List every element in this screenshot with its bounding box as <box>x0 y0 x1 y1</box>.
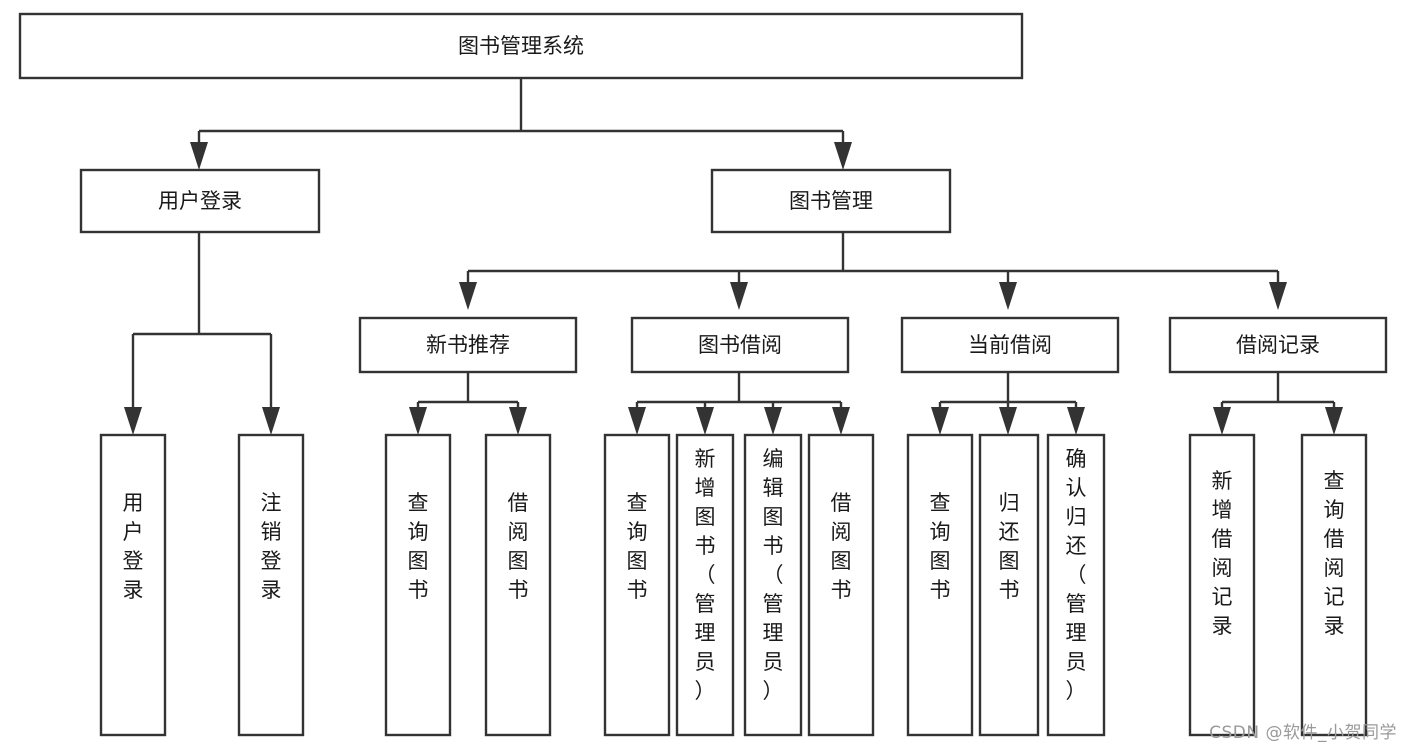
connector-userlogin-to-leaves <box>124 232 280 435</box>
leaf-current-borrow-query[interactable]: 查询图书 <box>906 433 974 737</box>
node-borrow-record-label: 借阅记录 <box>1236 333 1320 357</box>
node-new-book-recommend[interactable]: 新书推荐 <box>358 316 578 374</box>
leaf-user-login-logout-label: 注销登录 <box>261 491 282 602</box>
node-current-borrow-label: 当前借阅 <box>968 333 1052 357</box>
leaf-book-borrow-borrow-label: 借阅图书 <box>831 491 852 602</box>
leaf-current-borrow-return-label: 归还图书 <box>999 491 1020 602</box>
connector-bookborrow-to-leaves <box>628 372 850 435</box>
leaf-current-borrow-query-label: 查询图书 <box>930 491 951 602</box>
leaf-borrow-record-add[interactable]: 新增借阅记录 <box>1188 433 1256 737</box>
connector-bookmgmt-to-level3 <box>459 232 1287 310</box>
node-user-login-label: 用户登录 <box>158 189 242 213</box>
leaf-book-borrow-add-label: 新增图书（管理员） <box>695 447 716 703</box>
leaf-user-login-login[interactable]: 用户登录 <box>99 433 167 737</box>
node-book-borrow[interactable]: 图书借阅 <box>630 316 850 374</box>
leaf-new-book-borrow[interactable]: 借阅图书 <box>484 433 552 737</box>
node-book-management-label: 图书管理 <box>789 189 873 213</box>
leaf-book-borrow-borrow[interactable]: 借阅图书 <box>807 433 875 737</box>
leaf-new-book-query-label: 查询图书 <box>408 491 429 602</box>
leaf-book-borrow-query[interactable]: 查询图书 <box>603 433 671 737</box>
leaf-user-login-logout[interactable]: 注销登录 <box>237 433 305 737</box>
leaf-book-borrow-add[interactable]: 新增图书（管理员） <box>675 433 735 737</box>
leaf-new-book-query[interactable]: 查询图书 <box>384 433 452 737</box>
leaf-book-borrow-query-label: 查询图书 <box>627 491 648 602</box>
node-book-management[interactable]: 图书管理 <box>710 168 952 234</box>
leaf-new-book-borrow-label: 借阅图书 <box>508 491 529 602</box>
connector-root-to-level2 <box>190 78 852 170</box>
connector-borrowrecord-to-leaves <box>1213 372 1343 435</box>
leaf-book-borrow-edit-label: 编辑图书（管理员） <box>763 447 784 703</box>
leaf-book-borrow-edit[interactable]: 编辑图书（管理员） <box>743 433 803 737</box>
node-root-label: 图书管理系统 <box>458 34 584 58</box>
connector-newbook-to-leaves <box>409 372 527 435</box>
leaf-borrow-record-add-label: 新增借阅记录 <box>1212 469 1233 638</box>
node-book-borrow-label: 图书借阅 <box>698 333 782 357</box>
node-root-book-management-system[interactable]: 图书管理系统 <box>18 12 1024 80</box>
leaf-borrow-record-query-label: 查询借阅记录 <box>1324 469 1345 638</box>
node-borrow-record[interactable]: 借阅记录 <box>1168 316 1388 374</box>
leaf-current-borrow-confirm[interactable]: 确认归还（管理员） <box>1046 433 1106 737</box>
connector-currentborrow-to-leaves <box>931 372 1085 435</box>
leaf-current-borrow-return[interactable]: 归还图书 <box>978 433 1040 737</box>
leaf-current-borrow-confirm-label: 确认归还（管理员） <box>1066 447 1087 703</box>
node-current-borrow[interactable]: 当前借阅 <box>900 316 1120 374</box>
node-user-login[interactable]: 用户登录 <box>79 168 321 234</box>
node-new-book-recommend-label: 新书推荐 <box>426 333 510 357</box>
leaf-borrow-record-query[interactable]: 查询借阅记录 <box>1300 433 1368 737</box>
leaf-user-login-login-label: 用户登录 <box>123 491 144 602</box>
